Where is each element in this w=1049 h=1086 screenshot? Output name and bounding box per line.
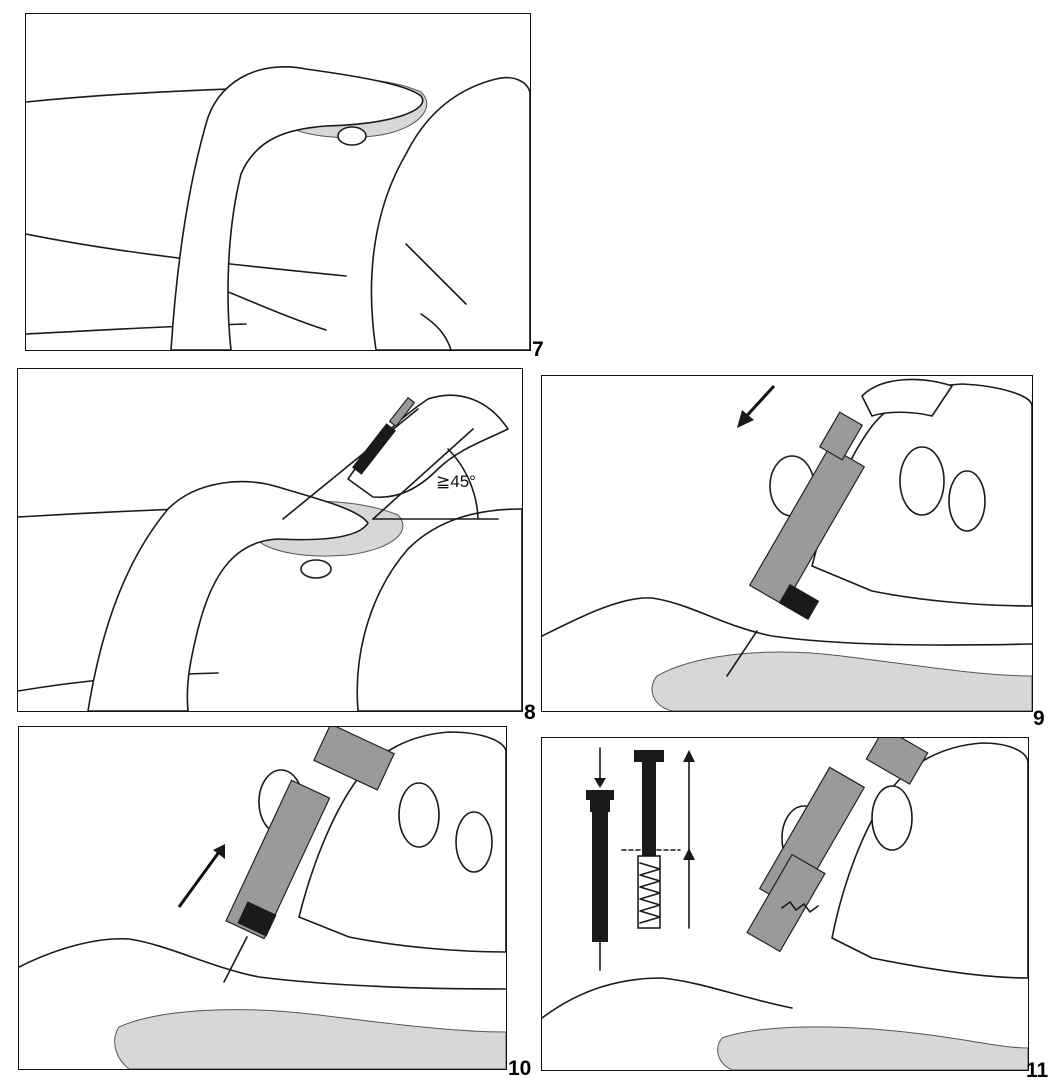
step-11-illustration bbox=[542, 738, 1028, 1070]
step-11-number: 11 bbox=[1026, 1060, 1048, 1081]
step-8-number: 8 bbox=[524, 702, 536, 723]
step-7-number: 7 bbox=[532, 339, 544, 360]
step-7-illustration bbox=[26, 14, 530, 350]
step-7-panel bbox=[25, 13, 531, 351]
angle-label: ≧45° bbox=[436, 472, 476, 491]
step-9-number: 9 bbox=[1033, 708, 1045, 729]
step-10-number: 10 bbox=[508, 1058, 531, 1079]
step-10-illustration bbox=[19, 727, 506, 1069]
step-9-illustration bbox=[542, 376, 1032, 711]
step-8-illustration: ≧45° bbox=[18, 369, 522, 711]
step-10-panel bbox=[18, 726, 507, 1070]
step-9-panel bbox=[541, 375, 1033, 712]
step-8-panel: ≧45° bbox=[17, 368, 523, 712]
step-11-panel bbox=[541, 737, 1029, 1071]
